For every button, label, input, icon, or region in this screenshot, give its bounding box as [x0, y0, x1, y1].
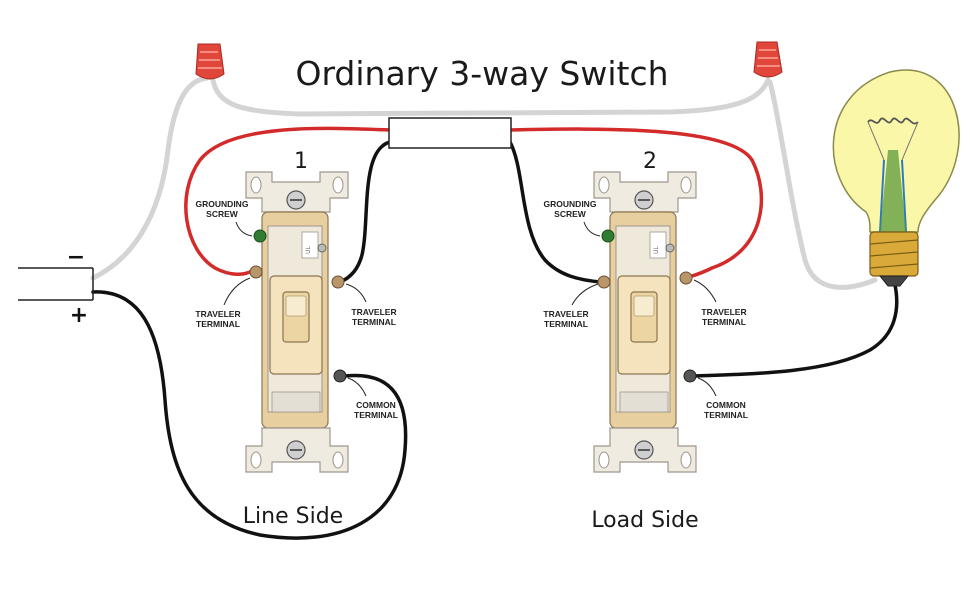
- grounding-screw: [601, 229, 615, 243]
- wire-nut-body: [195, 43, 225, 80]
- common-callout-line: [347, 377, 367, 397]
- common-callout-line: [697, 377, 717, 397]
- grounding-callout-line: [235, 221, 253, 237]
- diagram-title: Ordinary 3-way Switch: [295, 54, 668, 93]
- grounding-screw: [253, 229, 267, 243]
- traveler-terminal-right: [679, 271, 693, 285]
- grounding-callout-line: [583, 221, 601, 237]
- traveler-terminal-left: [249, 265, 263, 279]
- wire-nut-right: [753, 41, 783, 78]
- black-traveler-wire-2: [508, 140, 602, 284]
- battery-plus-sign: +: [70, 303, 88, 328]
- wire-nut-left: [195, 43, 225, 80]
- neutral-wire: [90, 75, 210, 281]
- battery-minus-sign: −: [67, 245, 85, 270]
- bulb-filament: [867, 117, 919, 125]
- bulb-stem: [880, 150, 906, 232]
- bulb-tip: [878, 275, 910, 287]
- line-side-label: Line Side: [243, 504, 343, 529]
- switch-number: 1: [294, 149, 308, 174]
- line-wire: [91, 290, 408, 540]
- bulb-filament-support: [879, 159, 907, 233]
- red-traveler-wire-2: [508, 127, 764, 280]
- traveler-terminal-right: [331, 275, 345, 289]
- neutral-wire-top: [210, 77, 771, 117]
- wires: [90, 75, 899, 540]
- traveler-left-callout-line: [571, 283, 599, 306]
- neutral-wire-right: [767, 79, 878, 290]
- light-bulb-icon: [832, 69, 960, 287]
- red-traveler-wire-1: [184, 126, 392, 276]
- traveler-right-callout-line: [693, 279, 717, 303]
- common-terminal: [333, 369, 347, 383]
- load-side-label: Load Side: [591, 508, 698, 533]
- svg-text:UL: UL: [306, 246, 312, 254]
- traveler-left-callout-line: [223, 277, 251, 306]
- common-terminal: [683, 369, 697, 383]
- traveler-terminal-left: [597, 275, 611, 289]
- battery: − +: [18, 245, 94, 328]
- load-wire: [690, 283, 899, 378]
- traveler-right-callout-line: [345, 283, 367, 303]
- svg-text:UL: UL: [654, 246, 660, 254]
- wire-nut-body: [753, 41, 783, 78]
- black-traveler-wire-1: [338, 140, 392, 284]
- switch-number: 2: [643, 149, 657, 174]
- cable-sheath: [388, 117, 512, 149]
